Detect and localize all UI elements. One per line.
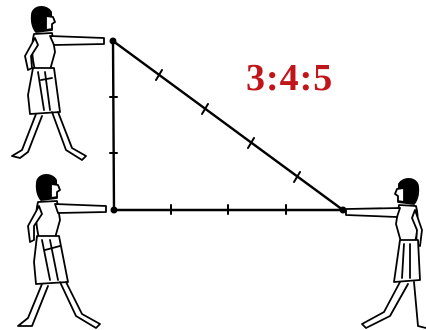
knot-mark: [247, 137, 255, 149]
ratio-label: 3:4:5: [246, 57, 334, 99]
surveyor-top-left: [11, 6, 105, 161]
surveyor-bottom-right: [345, 178, 426, 329]
arm: [345, 207, 401, 218]
kilt: [393, 239, 421, 283]
kilt-fold: [401, 243, 411, 279]
corner-knot: [339, 206, 347, 214]
back-arm: [24, 37, 39, 71]
kilt-fold: [37, 71, 53, 111]
vertical-side: [111, 39, 116, 212]
face: [45, 15, 56, 31]
face: [394, 187, 405, 203]
back-arm: [27, 205, 43, 243]
legs: [17, 281, 101, 329]
legs: [361, 281, 426, 329]
kilt-fold: [41, 239, 61, 281]
face: [50, 183, 61, 199]
arm: [49, 35, 105, 46]
knot-mark: [155, 69, 163, 81]
surveyor-bottom-left: [17, 174, 107, 329]
torso: [35, 200, 61, 239]
kilt: [27, 67, 61, 115]
knot-mark: [293, 171, 301, 183]
knot-mark: [201, 103, 209, 115]
knot-marks: [109, 69, 301, 215]
kilt: [33, 235, 69, 285]
corner-knot: [109, 37, 117, 45]
arm: [54, 203, 107, 214]
legs: [11, 111, 87, 161]
hypotenuse: [111, 39, 345, 212]
corner-knot: [110, 206, 118, 214]
corner-knots: [109, 37, 347, 214]
